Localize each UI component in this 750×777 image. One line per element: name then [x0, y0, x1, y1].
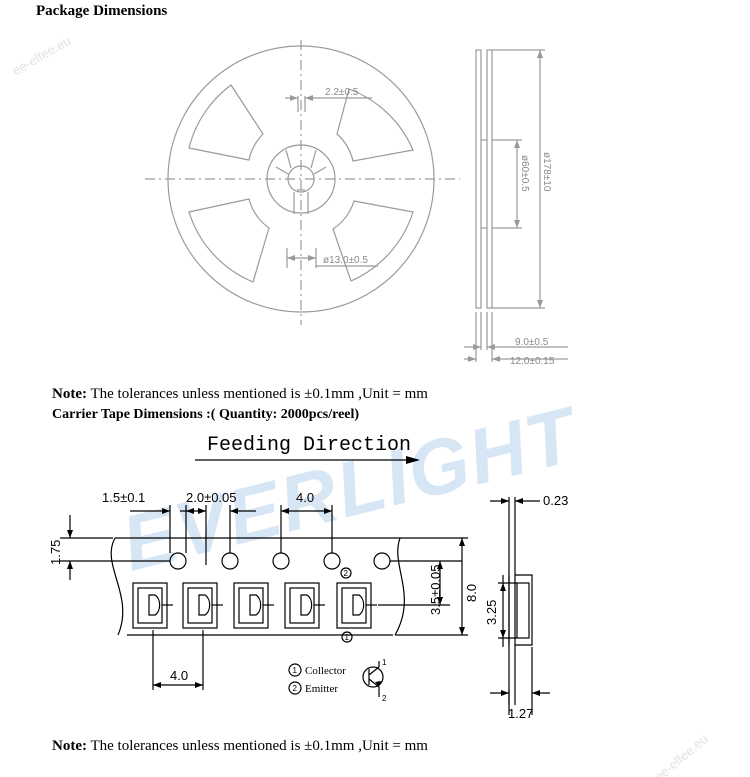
- pocket: [233, 582, 274, 629]
- thickness-dim: 0.23: [543, 493, 568, 508]
- legend-emitter: Emitter: [305, 683, 338, 695]
- reel-drawing: 2.2±0.5 ø13.0±0.5 ø60±0.5 ø178±10 9.0±0.…: [145, 40, 568, 367]
- legend-num-1: 1: [293, 666, 298, 675]
- width-dim: 8.0: [464, 584, 479, 602]
- reel-outer-dia-dim: ø178±10: [541, 152, 552, 192]
- pocket-pitch-dim: 4.0: [170, 668, 188, 683]
- hole-pitch-dim: 4.0: [296, 490, 314, 505]
- pocket: [182, 582, 223, 629]
- transistor-pin-2: 2: [382, 694, 387, 703]
- center-dim: 3.5±0.05: [428, 564, 443, 615]
- pocket: [132, 582, 173, 629]
- reel-note: Note: The tolerances unless mentioned is…: [52, 386, 428, 402]
- legend-collector: Collector: [305, 665, 346, 677]
- reel-window: [188, 198, 270, 283]
- site-watermark-bottom: ee-elfee.eu: [651, 731, 710, 777]
- reel-window: [188, 84, 264, 161]
- pocket: [284, 582, 325, 629]
- reel-window: [336, 88, 414, 162]
- reel-width-outer-dim: 12.0±0.15: [510, 356, 555, 367]
- reel-hub-dim: ø13.0±0.5: [323, 255, 368, 266]
- carrier-tape-title: Carrier Tape Dimensions :( Quantity: 200…: [52, 407, 360, 422]
- pin-callout-1: 1: [345, 633, 350, 642]
- feeding-direction-label: Feeding Direction: [207, 434, 411, 457]
- reel-inner-dia-dim: ø60±0.5: [519, 155, 530, 192]
- pocket-depth-dim: 3.25: [484, 600, 499, 625]
- page-title: Package Dimensions: [36, 3, 168, 19]
- pocket: [336, 582, 377, 629]
- reel-width-inner-dim: 9.0±0.5: [515, 337, 549, 348]
- hole-offset-dim: 2.0±0.05: [186, 490, 237, 505]
- carrier-tape-drawing: Feeding Direction: [48, 434, 568, 721]
- pin-callout-2: 2: [344, 569, 349, 578]
- edge-dim: 1.75: [48, 540, 63, 565]
- tape-note: Note: The tolerances unless mentioned is…: [52, 738, 428, 754]
- reel-slot-dim: 2.2±0.5: [325, 87, 359, 98]
- reel-window: [332, 200, 414, 282]
- legend-num-2: 2: [293, 684, 298, 693]
- hole-dia-dim: 1.5±0.1: [102, 490, 145, 505]
- transistor-pin-1: 1: [382, 658, 387, 667]
- cover-width-dim: 1.27: [508, 706, 533, 721]
